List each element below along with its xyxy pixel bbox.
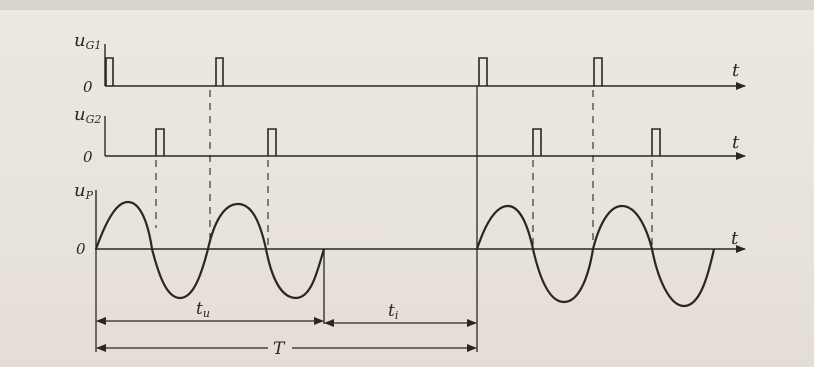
tu-label: tu — [196, 299, 210, 320]
ti-label: ti — [388, 301, 398, 322]
ug2-zero: 0 — [83, 148, 93, 166]
ug2-pulse — [532, 128, 542, 156]
up-label: uP — [74, 180, 94, 202]
ug2-pulse — [651, 128, 661, 156]
up-waveform-burst-2 — [475, 204, 716, 308]
ug2-pulse — [267, 128, 277, 156]
ug1-pulse — [593, 57, 603, 86]
ug1-pulse — [478, 57, 488, 86]
up-t-label: t — [731, 228, 739, 249]
ug1-pulse — [105, 57, 114, 86]
ug1-label: uG1 — [74, 30, 101, 52]
up-waveform-burst-1 — [94, 200, 326, 300]
up-zero: 0 — [76, 240, 86, 258]
top-strip — [0, 0, 814, 10]
ug2-label: uG2 — [74, 104, 101, 126]
ug1-t-label: t — [732, 60, 740, 81]
ug2-t-label: t — [732, 132, 740, 153]
T-label: T — [273, 339, 286, 359]
ug1-pulse — [215, 57, 224, 86]
ug1-zero: 0 — [83, 78, 93, 96]
ug2-pulse — [155, 128, 165, 156]
